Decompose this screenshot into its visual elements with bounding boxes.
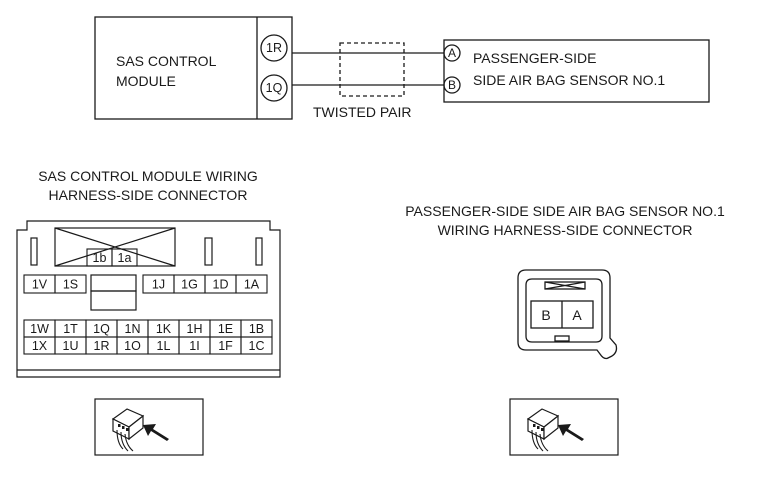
pin-1S: 1S <box>63 278 78 292</box>
left-connector-title-line1: SAS CONTROL MODULE WIRING <box>38 168 258 184</box>
right-connector-body <box>517 269 618 360</box>
terminal-1r-circle <box>260 34 288 62</box>
pin-1O: 1O <box>124 339 141 353</box>
harness-side-view-icon <box>509 398 619 456</box>
left-connector-pins: 1b 1a 1V 1S 1J 1G 1D 1A 1W 1T 1Q 1N 1K 1H 1E 1B 1X 1U 1R 1O… <box>23 248 273 355</box>
right-pin-b: B <box>541 307 550 323</box>
pin-1Q: 1Q <box>93 322 110 336</box>
left-connector-title-line2: HARNESS-SIDE CONNECTOR <box>49 187 248 203</box>
twisted-pair-shield <box>339 42 405 97</box>
schematic-labels: SAS CONTROL MODULE 1R 1Q TWISTED PAIR A … <box>116 41 665 120</box>
pin-1J: 1J <box>152 278 165 292</box>
harness-side-view-icon <box>94 398 204 456</box>
pin-1F: 1F <box>218 339 233 353</box>
right-connector-outline <box>517 269 618 360</box>
sensor-label-line1: PASSENGER-SIDE <box>473 50 596 66</box>
module-label-line2: MODULE <box>116 73 176 89</box>
pin-1a-cell <box>111 248 138 267</box>
pin-1U: 1U <box>63 339 79 353</box>
pin-1X: 1X <box>32 339 48 353</box>
sensor-label-line2: SIDE AIR BAG SENSOR NO.1 <box>473 72 665 88</box>
right-lock-tab <box>544 281 586 290</box>
air-bag-sensor-box <box>443 39 710 103</box>
right-connector-inner <box>525 278 603 343</box>
pin-1T: 1T <box>63 322 78 336</box>
pin-1R: 1R <box>94 339 110 353</box>
terminal-a-circle <box>443 44 461 62</box>
pin-1G: 1G <box>181 278 198 292</box>
pin-1D: 1D <box>213 278 229 292</box>
terminal-b-circle <box>443 76 461 94</box>
pin-1B: 1B <box>249 322 264 336</box>
pin-1b: 1b <box>93 251 107 265</box>
pin-1N: 1N <box>125 322 141 336</box>
module-label-line1: SAS CONTROL <box>116 53 217 69</box>
pin-1L: 1L <box>157 339 171 353</box>
left-connector-outline <box>16 220 281 378</box>
terminal-b-label: B <box>448 78 456 92</box>
pin-1a: 1a <box>118 251 132 265</box>
right-connector-title-line1: PASSENGER-SIDE SIDE AIR BAG SENSOR NO.1 <box>405 203 725 219</box>
pin-1S-cell <box>54 274 87 294</box>
twisted-pair-label: TWISTED PAIR <box>313 104 412 120</box>
pin-1V: 1V <box>32 278 48 292</box>
pin-1A-cell <box>235 274 268 294</box>
pin-1K: 1K <box>156 322 172 336</box>
sas-control-module-box <box>94 16 293 120</box>
pin-1C: 1C <box>249 339 265 353</box>
pin-1W: 1W <box>30 322 49 336</box>
center-post <box>204 237 213 266</box>
terminal-a-label: A <box>448 46 456 60</box>
terminal-1q-label: 1Q <box>266 81 283 95</box>
pin-1A: 1A <box>244 278 260 292</box>
right-pin-a: A <box>572 307 582 323</box>
pin-1E: 1E <box>218 322 233 336</box>
right-connector-title-line2: WIRING HARNESS-SIDE CONNECTOR <box>438 222 693 238</box>
pin-1H: 1H <box>187 322 203 336</box>
pin-1I: 1I <box>189 339 199 353</box>
terminal-1q-circle <box>260 74 288 102</box>
left-connector-body <box>16 220 281 378</box>
right-key <box>554 335 570 342</box>
terminal-1r-label: 1R <box>266 41 282 55</box>
pin-1C-cell <box>240 336 273 355</box>
schematic <box>94 16 710 120</box>
right-post <box>255 237 263 266</box>
left-post <box>30 237 38 266</box>
